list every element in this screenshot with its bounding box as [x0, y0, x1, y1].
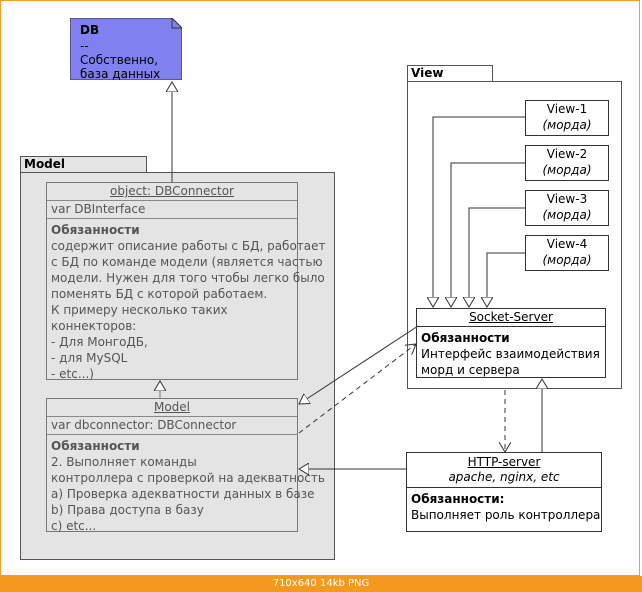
dbconnector-line: с БД по команде модели (является частью	[51, 255, 323, 269]
db-title: DB	[80, 23, 100, 37]
dbconnector-heading: Обязанности	[51, 223, 140, 237]
dbconnector-line: поменять БД с которой работаем.	[51, 287, 268, 301]
dbconnector-line: - Для МонгоДБ,	[51, 335, 148, 349]
socket-server-heading: Обязанности	[421, 331, 510, 345]
model-class-line: 2. Выполняет команды	[51, 455, 197, 469]
dbconnector-attribute: var DBInterface	[47, 201, 297, 219]
model-class-heading: Обязанности	[51, 439, 140, 453]
view-name: View-2	[546, 147, 588, 161]
socket-server-title: Socket-Server	[417, 309, 605, 327]
view-name: View-4	[546, 237, 588, 251]
model-class-line: контроллера с проверкой на адекватность	[51, 471, 325, 485]
socket-server-class: Socket-Server Обязанности Интерфейс взаи…	[416, 308, 606, 378]
http-server-heading: Обязанности:	[411, 492, 505, 506]
db-line: --	[80, 39, 89, 53]
view-name: View-3	[546, 192, 588, 206]
model-class-attribute: var dbconnector: DBConnector	[47, 417, 297, 435]
dbconnector-line: модели. Нужен для того чтобы легко было	[51, 271, 325, 285]
view-package-tab: View	[407, 65, 493, 82]
db-line: база данных	[80, 67, 161, 81]
socket-server-body: Обязанности Интерфейс взаимодействия мор…	[417, 327, 605, 381]
diagram-frame	[0, 0, 640, 576]
view-sub: (морда)	[542, 208, 592, 222]
db-note-shape	[70, 18, 182, 80]
dbconnector-line: - для MySQL	[51, 351, 128, 365]
model-class-line: a) Проверка адекватности данных в базе	[51, 487, 315, 501]
model-package-tab: Model	[20, 156, 147, 173]
dbconnector-line: содержит описание работы с БД, работает	[51, 239, 326, 253]
view-3-box: View-3 (морда)	[525, 190, 609, 226]
http-server-title: HTTP-server	[467, 455, 541, 469]
dbconnector-line: - etc...)	[51, 367, 94, 381]
view-sub: (морда)	[542, 118, 592, 132]
model-class: Model var dbconnector: DBConnector Обяза…	[46, 398, 325, 533]
http-server-class: HTTP-server apache, nginx, etc Обязаннос…	[406, 452, 602, 532]
db-line: Собственно,	[80, 53, 159, 67]
model-class-body: Обязанности 2. Выполняет команды контрол…	[47, 435, 325, 537]
http-server-header: HTTP-server apache, nginx, etc	[407, 453, 601, 488]
view-1-box: View-1 (морда)	[525, 100, 609, 136]
view-4-box: View-4 (морда)	[525, 235, 609, 271]
model-class-line: b) Права доступа в базу	[51, 503, 204, 517]
model-class-title: Model	[47, 399, 297, 417]
dbconnector-line: К примеру несколько таких	[51, 303, 228, 317]
dbconnector-class: object: DBConnector var DBInterface Обяз…	[46, 182, 326, 381]
socket-server-line: Интерфейс взаимодействия	[421, 347, 600, 361]
view-sub: (морда)	[542, 253, 592, 267]
view-sub: (морда)	[542, 163, 592, 177]
view-2-box: View-2 (морда)	[525, 145, 609, 181]
model-class-line: c) etc...	[51, 519, 97, 533]
view-name: View-1	[546, 102, 588, 116]
dbconnector-title: object: DBConnector	[47, 183, 297, 201]
http-server-line: Выполняет роль контроллера	[411, 508, 601, 522]
socket-server-line: морд и сервера	[421, 363, 520, 377]
http-server-body: Обязанности: Выполняет роль контроллера	[407, 488, 601, 526]
dbconnector-body: Обязанности содержит описание работы с Б…	[47, 219, 326, 385]
http-server-subtitle: apache, nginx, etc	[448, 470, 560, 484]
image-info-bar: 710x640 14kb PNG	[0, 576, 642, 592]
dbconnector-line: коннекторов:	[51, 319, 137, 333]
